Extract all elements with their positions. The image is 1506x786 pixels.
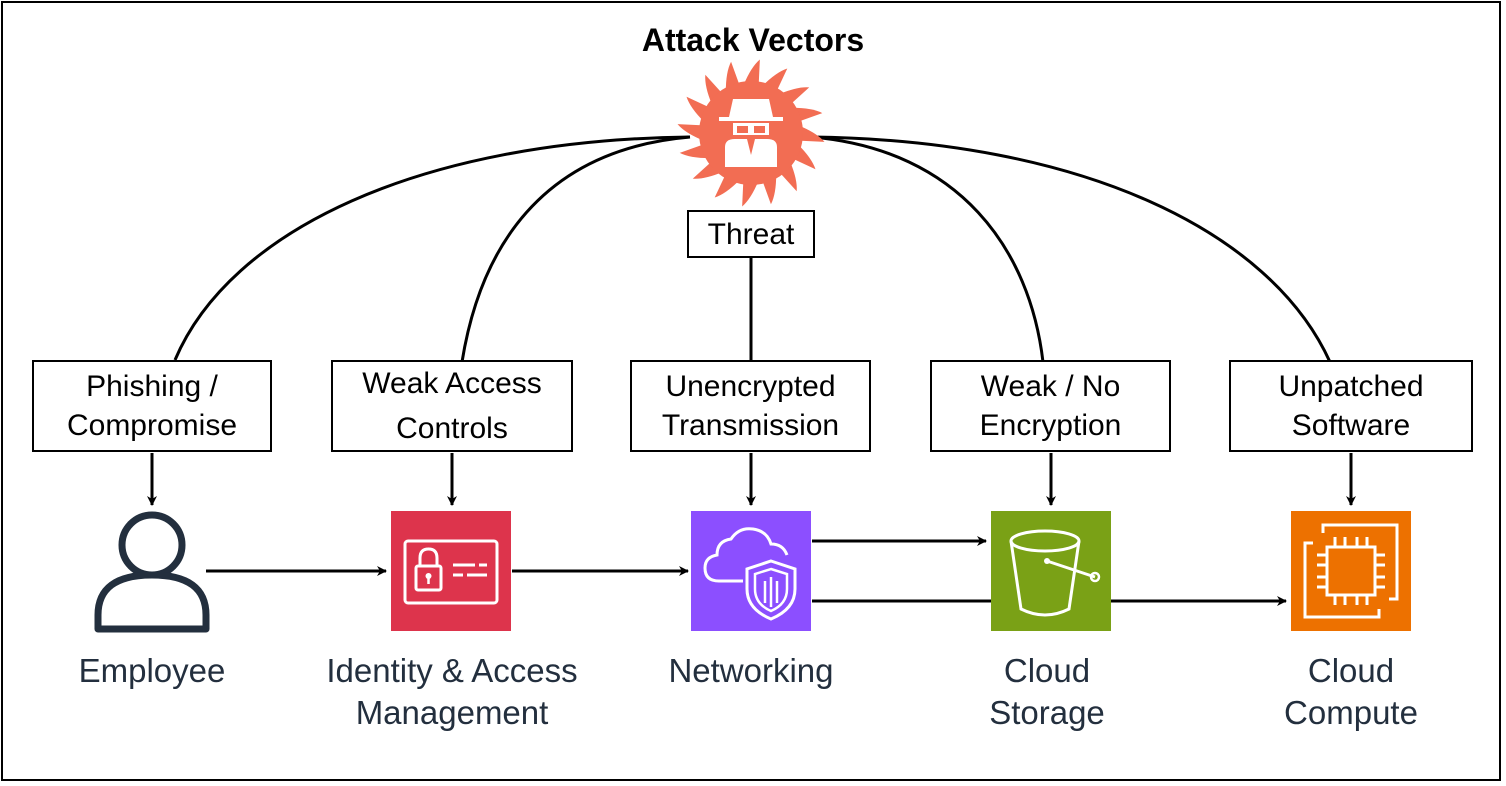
diagram-title: Attack Vectors: [641, 22, 865, 58]
node-caption-iam: Identity & Access Management: [292, 650, 612, 734]
node-caption-line: Identity & Access: [326, 652, 578, 689]
node-caption-line: Compute: [1284, 694, 1418, 731]
node-caption-networking: Networking: [591, 650, 911, 692]
threat-label-text: Threat: [707, 217, 795, 251]
vector-label-line: Encryption: [979, 409, 1122, 442]
node-caption-storage: Cloud Storage: [887, 650, 1207, 734]
node-caption-line: Storage: [989, 694, 1105, 731]
vector-label-line: Compromise: [66, 409, 238, 442]
curve-to-weak-encryption: [811, 135, 1045, 363]
hacker-icon: [677, 59, 825, 207]
node-caption-line: Cloud: [1307, 652, 1395, 689]
chip-icon: [1291, 511, 1411, 631]
vector-box-phishing: Phishing / Compromise: [32, 360, 272, 452]
bucket-icon: [991, 511, 1111, 631]
node-caption-line: Cloud: [1003, 652, 1091, 689]
hacker-icon-spike: [677, 124, 704, 141]
vector-label-line: Weak Access: [362, 367, 542, 400]
node-caption-compute: Cloud Compute: [1191, 650, 1506, 734]
vector-box-weak-encryption: Weak / No Encryption: [930, 360, 1171, 452]
vector-label-line: Software: [1291, 409, 1411, 442]
user-icon: [94, 511, 210, 633]
node-caption-line: Networking: [668, 652, 834, 689]
curve-to-weak-access: [460, 135, 691, 363]
hacker-icon-spike: [743, 59, 760, 86]
node-caption-line: Management: [355, 694, 549, 731]
curve-to-phishing: [173, 135, 691, 361]
node-caption-line: Employee: [78, 652, 226, 689]
vector-label-line: Controls: [396, 412, 508, 445]
vector-label-line: Unpatched: [1278, 370, 1424, 403]
node-caption-employee: Employee: [0, 650, 312, 692]
vector-label-line: Weak / No: [980, 370, 1121, 403]
vector-label-line: Transmission: [661, 409, 840, 442]
cloud-shield-icon: [691, 511, 811, 631]
hacker-icon-spike: [742, 180, 759, 207]
vector-label-line: Unencrypted: [665, 370, 836, 403]
id-card-lock-icon: [391, 511, 511, 631]
vector-label-line: Phishing /: [86, 370, 218, 403]
hacker-icon-spike: [798, 125, 825, 142]
curve-to-unpatched: [811, 135, 1332, 363]
threat-label: Threat: [687, 210, 815, 258]
